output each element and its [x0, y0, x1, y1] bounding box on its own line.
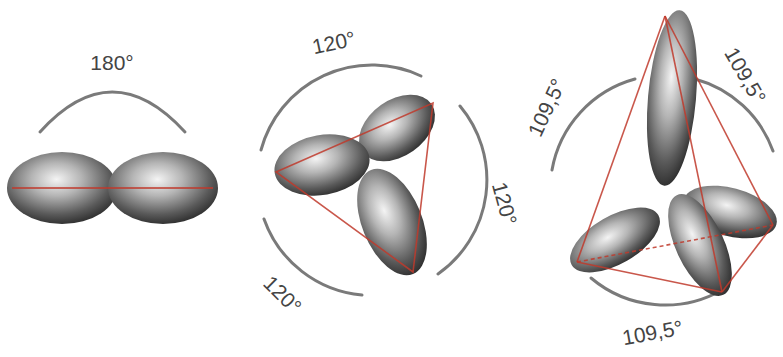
angle-label: 180°: [88, 51, 135, 74]
angle-label: 120°: [488, 177, 522, 229]
angle-label: 109,5°: [719, 41, 771, 109]
axis-line: [12, 187, 213, 189]
orbital-lobe: [343, 159, 441, 285]
orbital-lobe: [560, 194, 671, 286]
tetrahedron-outline: [577, 16, 773, 292]
angle-arc: [40, 92, 185, 132]
angle-label: 120°: [258, 269, 308, 319]
angle-arc: [438, 106, 487, 274]
sp2-orbitals: [270, 81, 448, 285]
sp-orbitals: [7, 152, 218, 224]
angle-label: 109,5°: [522, 73, 570, 142]
angle-label: 120°: [308, 26, 359, 58]
triangle-outline: [276, 103, 433, 272]
sp3-orbitals: [560, 8, 783, 305]
angle-label: 109,5°: [618, 315, 686, 349]
